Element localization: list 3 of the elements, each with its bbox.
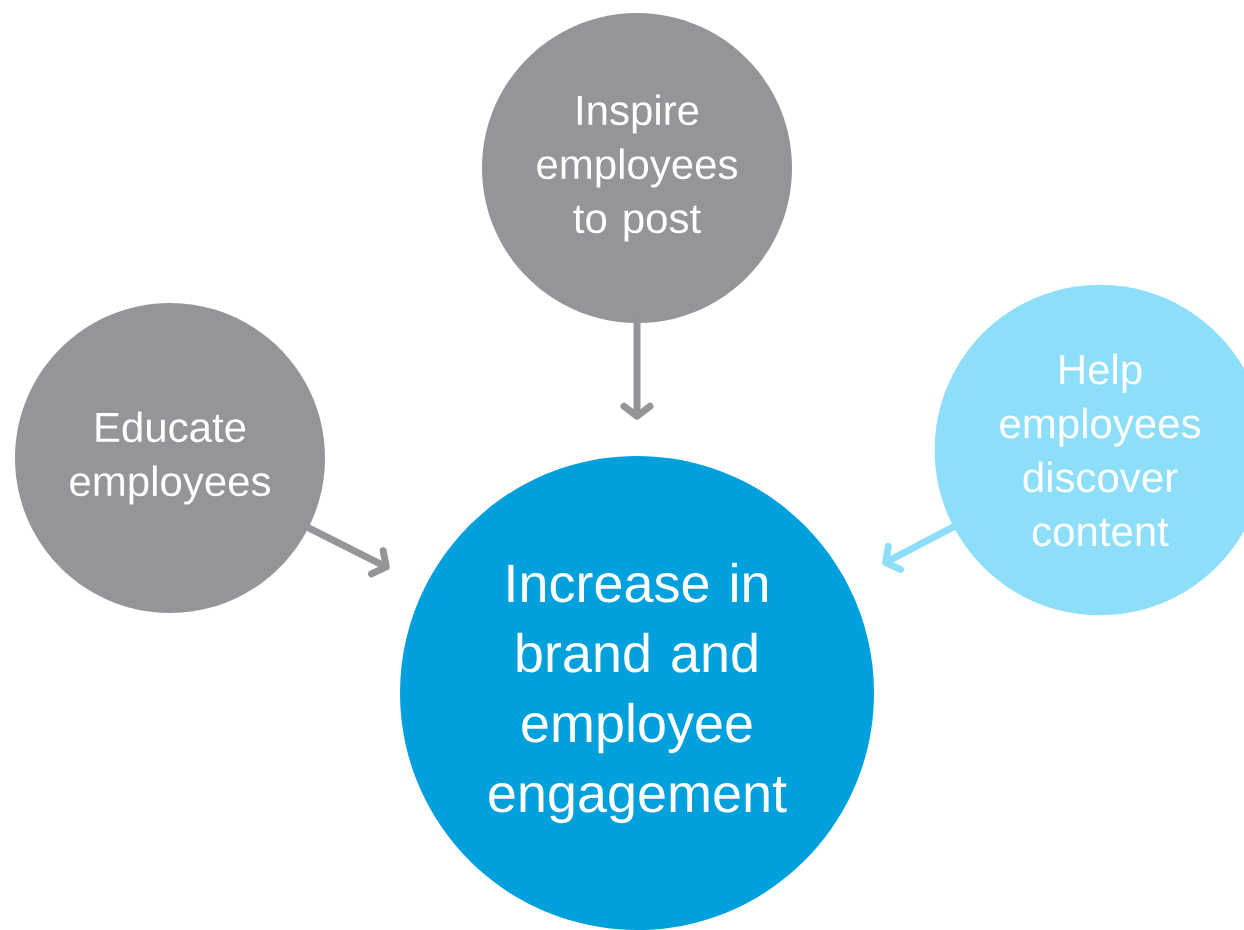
arrow [620, 319, 654, 420]
arrow [305, 524, 390, 578]
arrow [882, 523, 957, 573]
